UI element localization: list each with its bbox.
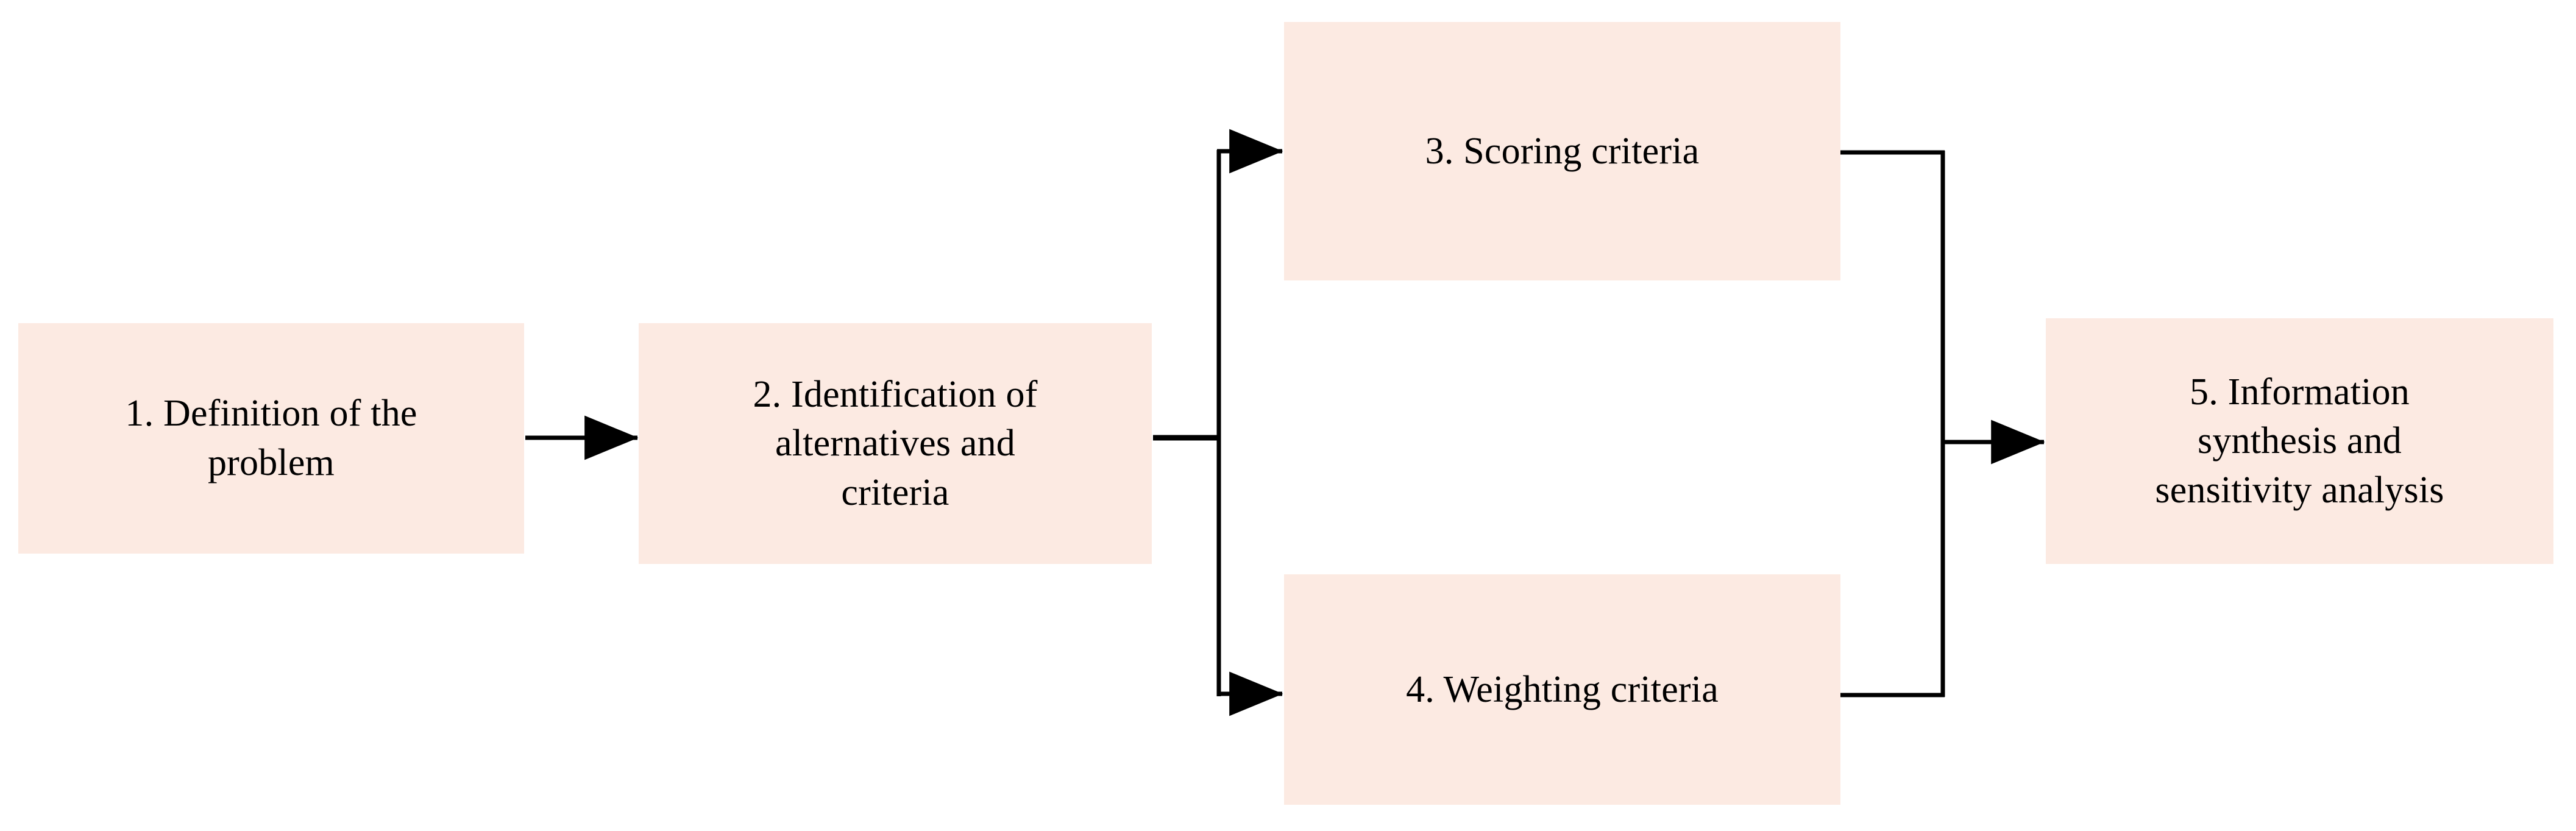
node-step-2-label: 2. Identification of alternatives and cr…	[753, 373, 1038, 513]
node-step-2[interactable]: 2. Identification of alternatives and cr…	[639, 323, 1152, 564]
node-step-3-label: 3. Scoring criteria	[1425, 130, 1700, 172]
node-step-4[interactable]: 4. Weighting criteria	[1284, 574, 1840, 805]
node-step-5[interactable]: 5. Information synthesis and sensitivity…	[2046, 318, 2553, 564]
node-step-1[interactable]: 1. Definition of the problem	[18, 323, 524, 554]
node-step-3[interactable]: 3. Scoring criteria	[1284, 22, 1840, 280]
connector-step2-to-split-trunk	[1153, 150, 1221, 696]
node-step-5-label: 5. Information synthesis and sensitivity…	[2155, 371, 2444, 511]
node-step-4-label: 4. Weighting criteria	[1406, 668, 1719, 710]
node-step-1-label: 1. Definition of the problem	[125, 393, 417, 483]
